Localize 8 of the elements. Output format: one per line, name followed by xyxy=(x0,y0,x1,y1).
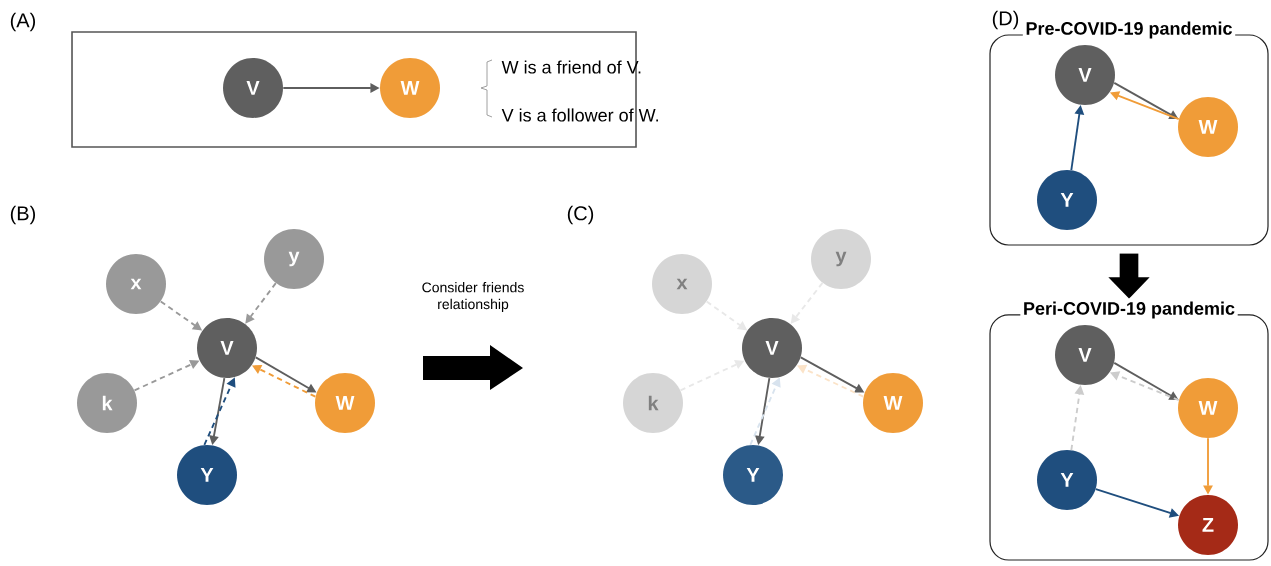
arrow-caption: Consider friends relationship xyxy=(422,282,524,312)
arrow xyxy=(245,282,277,324)
note-text: V is a follower of W. xyxy=(501,108,658,122)
panel-letter: (A) xyxy=(10,12,36,32)
arrow xyxy=(790,281,824,324)
note-text: W is a friend of V. xyxy=(501,60,641,74)
panel-letter: (B) xyxy=(10,205,36,225)
panel-letter: (C) xyxy=(567,205,594,225)
